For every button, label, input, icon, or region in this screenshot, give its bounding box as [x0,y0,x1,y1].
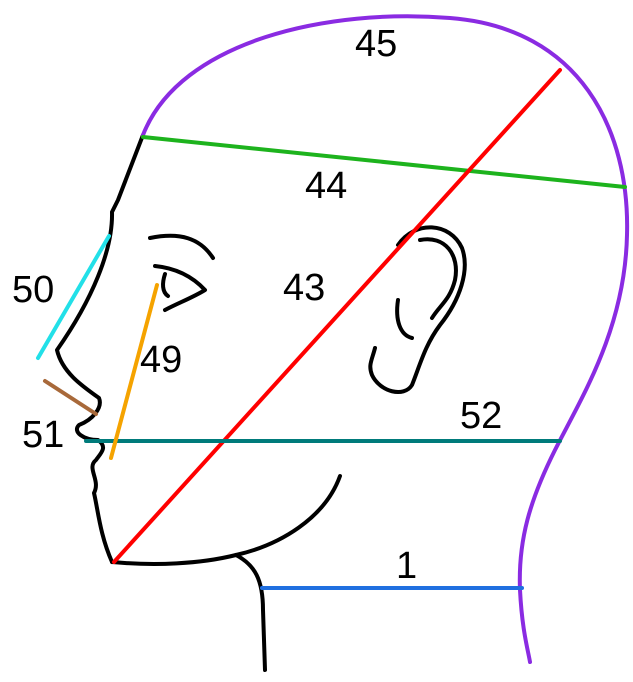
ear-inner-fold [418,237,458,320]
eyebrow [148,233,215,260]
chin-jaw-outline [110,474,342,566]
label-45: 45 [355,23,397,65]
ear-outline [368,225,467,395]
neck-front-outline [234,553,267,672]
measurement-43-line [112,68,562,564]
label-52: 52 [460,395,502,437]
label-44: 44 [305,165,347,207]
label-43: 43 [283,267,325,309]
ear-tragus [395,298,414,340]
measurement-51-line [43,379,98,416]
eye-pupil [161,272,170,298]
eye-outline [153,264,207,312]
label-49: 49 [140,339,182,381]
measurement-50-line [36,234,111,360]
measurement-49-line [109,283,159,460]
measurement-44-line [141,135,627,189]
face-profile-outline [55,133,145,564]
label-50: 50 [12,269,54,311]
label-51: 51 [22,414,64,456]
label-1: 1 [396,545,417,587]
measurement-45-crown-arc [141,14,630,664]
